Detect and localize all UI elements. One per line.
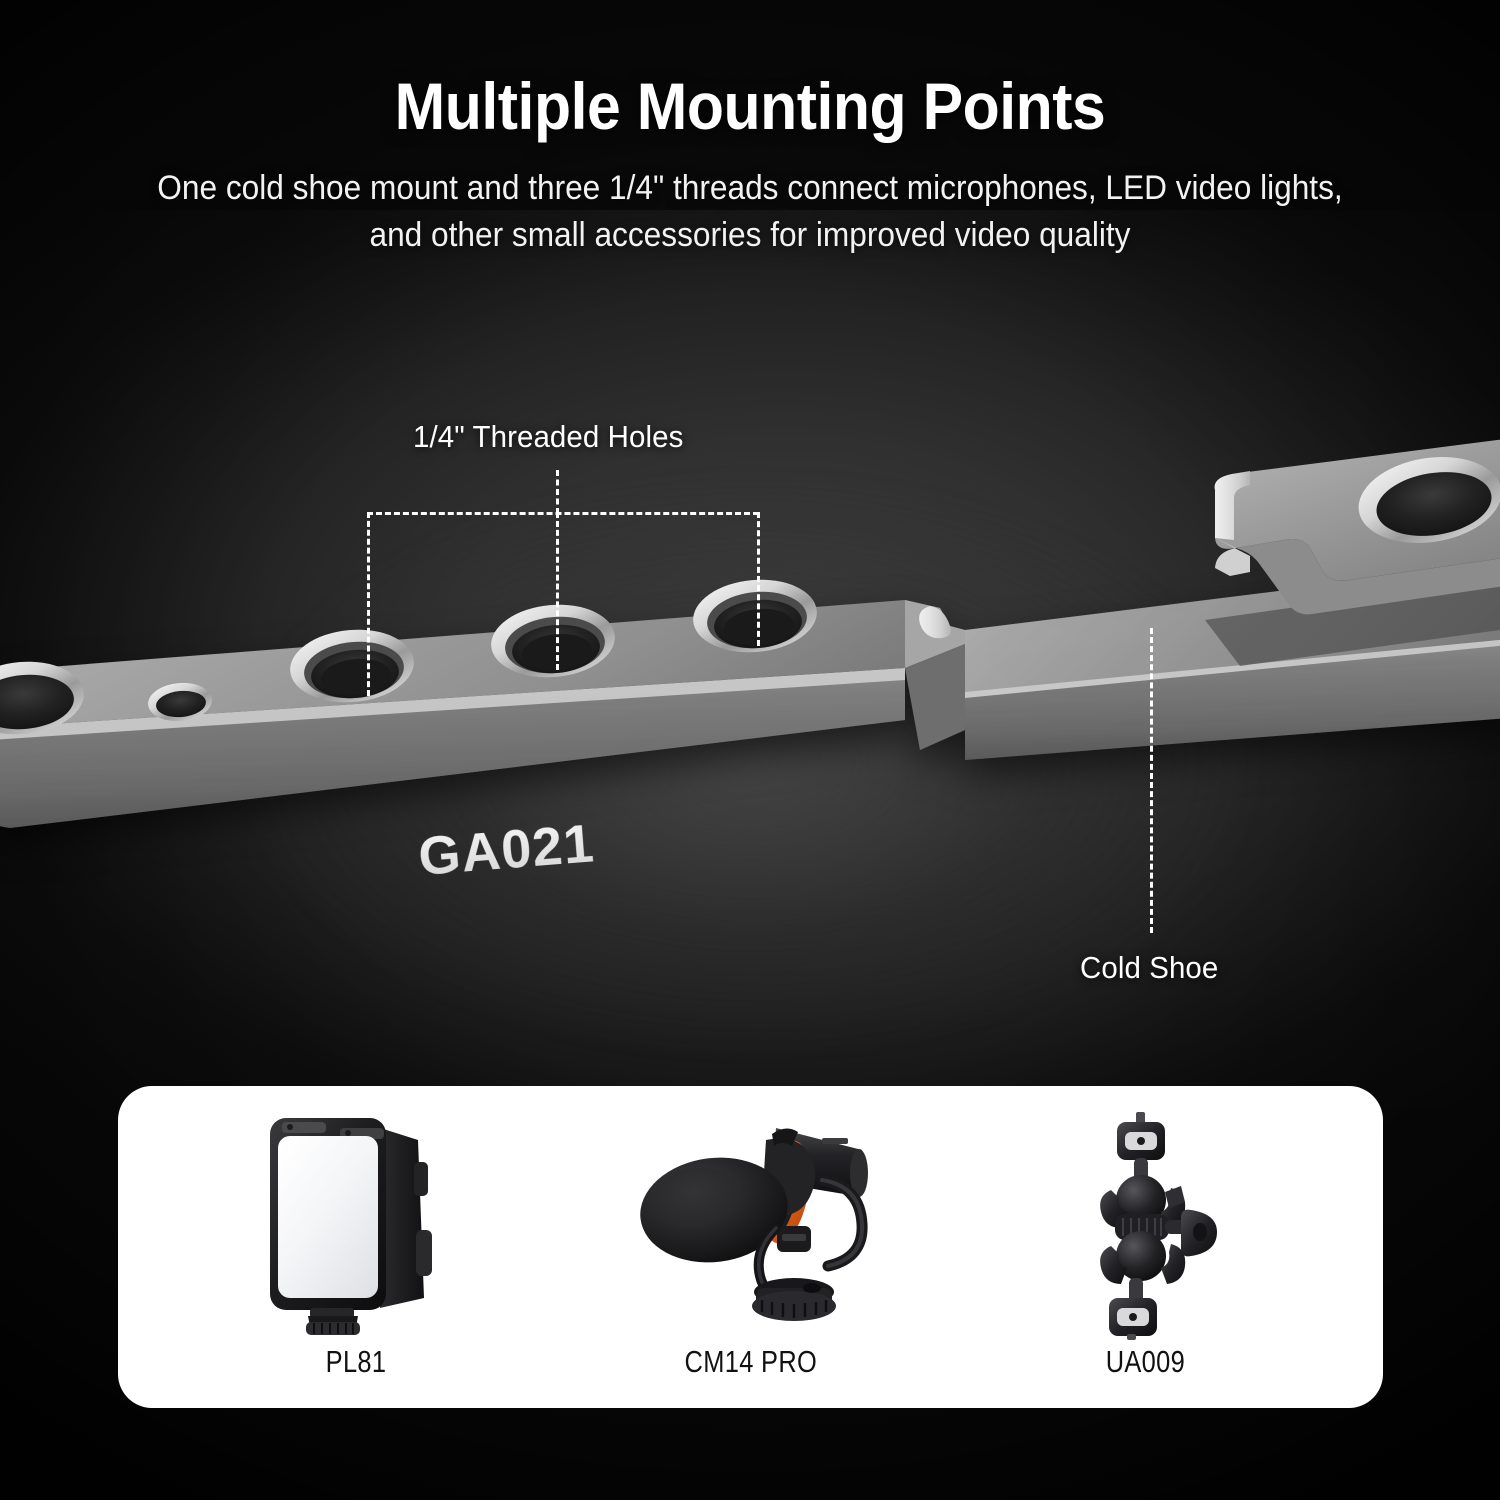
rail-small-hole bbox=[148, 682, 212, 722]
accessory-item: CM14 PRO bbox=[601, 1086, 901, 1408]
leader-label-stem bbox=[556, 470, 559, 514]
led-video-light-icon bbox=[241, 1110, 471, 1338]
rail-front-chamfer-left bbox=[0, 668, 905, 740]
rail-svg: GA021 bbox=[0, 439, 1500, 887]
page-title: Multiple Mounting Points bbox=[394, 69, 1106, 143]
accessory-label: CM14 PRO bbox=[684, 1344, 817, 1379]
accessory-item: UA009 bbox=[996, 1086, 1296, 1408]
rail-front-face-right bbox=[965, 645, 1500, 760]
accessory-item: PL81 bbox=[206, 1086, 506, 1408]
cold-shoe-plate bbox=[1205, 439, 1500, 666]
leader-cold-shoe bbox=[1150, 628, 1153, 933]
header-block: Multiple Mounting Points One cold shoe m… bbox=[0, 69, 1500, 258]
rail-end-slot bbox=[0, 661, 84, 735]
threaded-hole-1 bbox=[290, 629, 414, 703]
leader-drop-hole-2 bbox=[556, 512, 559, 670]
cold-shoe-slot bbox=[1358, 457, 1500, 543]
shotgun-microphone-icon bbox=[636, 1110, 868, 1338]
cold-shoe-lip bbox=[1215, 538, 1250, 576]
accessory-label: PL81 bbox=[325, 1344, 386, 1379]
threaded-hole-3 bbox=[693, 579, 817, 653]
page-subtitle: One cold shoe mount and three 1/4" threa… bbox=[53, 165, 1448, 257]
rail-front-face-left bbox=[0, 668, 905, 828]
magic-arm-ball-head-icon bbox=[1031, 1110, 1261, 1340]
rail-holes-group bbox=[0, 579, 817, 735]
rail-step-side bbox=[905, 644, 965, 750]
leader-drop-hole-1 bbox=[367, 512, 370, 696]
subtitle-line-1: One cold shoe mount and three 1/4" threa… bbox=[157, 169, 1343, 208]
rail-body bbox=[0, 563, 1500, 828]
cold-shoe-side-face bbox=[1215, 538, 1500, 615]
leader-bracket-horizontal bbox=[367, 512, 759, 515]
cold-shoe-left-bevel bbox=[1214, 471, 1250, 540]
callout-label-cold-shoe: Cold Shoe bbox=[1080, 950, 1219, 985]
subtitle-line-2: and other small accessories for improved… bbox=[369, 215, 1131, 254]
leader-drop-hole-3 bbox=[757, 512, 760, 646]
threaded-hole-2 bbox=[491, 604, 615, 678]
rail-model-marking: GA021 bbox=[416, 813, 596, 887]
accessory-label: UA009 bbox=[1105, 1344, 1186, 1379]
cold-shoe-shadow bbox=[1205, 578, 1500, 666]
callout-label-threaded-holes: 1/4" Threaded Holes bbox=[413, 419, 684, 454]
rail-notch-tab bbox=[919, 606, 951, 639]
compatible-accessories-card: PL81 bbox=[118, 1086, 1383, 1408]
product-illustration-rail: GA021 bbox=[0, 430, 1500, 1050]
